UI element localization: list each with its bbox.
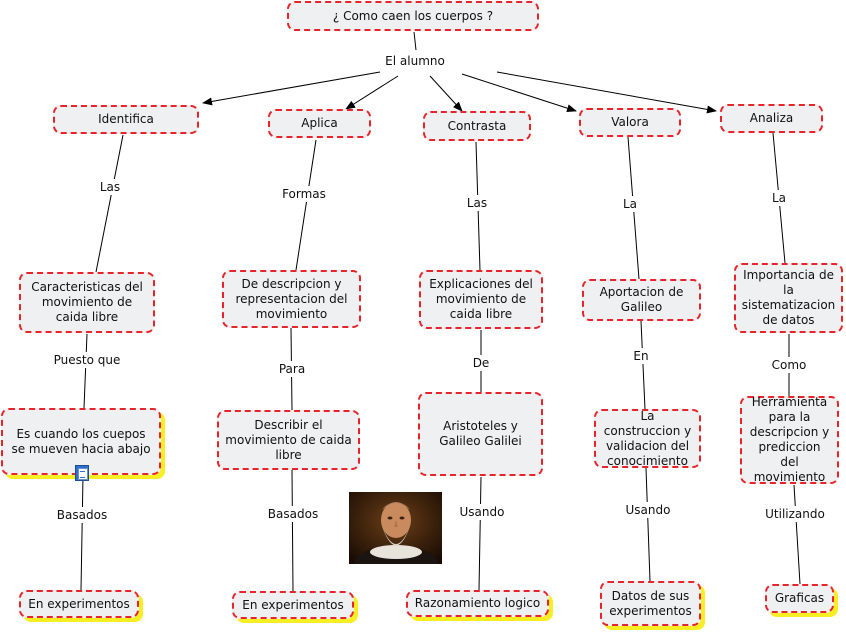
galileo-portrait <box>349 492 442 564</box>
detail-node-caida[interactable]: Es cuando los cuepos se mueven hacia aba… <box>1 408 161 475</box>
verb-node-aplica[interactable]: Aplica <box>268 109 371 138</box>
link-label-para: Para <box>275 361 309 377</box>
concept-node-descripcion[interactable]: De descripcion y representacion del movi… <box>222 270 361 328</box>
detail-node-aristoteles[interactable]: Aristoteles y Galileo Galilei <box>418 392 543 476</box>
root-label: El alumno <box>382 53 448 69</box>
leaf-node-graficas[interactable]: Graficas <box>765 584 834 613</box>
link-label-basados-1: Basados <box>53 507 111 523</box>
concept-node-aportacion[interactable]: Aportacion de Galileo <box>582 279 701 321</box>
detail-node-construccion[interactable]: La construccion y validacion del conocim… <box>594 409 701 468</box>
link-label-de: De <box>469 355 493 371</box>
link-label-usando-3: Usando <box>456 504 508 520</box>
link-label-las-3: Las <box>463 195 491 211</box>
main-question-node[interactable]: ¿ Como caen los cuerpos ? <box>287 1 539 31</box>
verb-node-valora[interactable]: Valora <box>579 108 681 137</box>
verb-node-identifica[interactable]: Identifica <box>53 105 199 134</box>
concept-node-importancia[interactable]: Importancia de la sistematizacion de dat… <box>734 263 843 333</box>
link-label-las-1: Las <box>96 179 124 195</box>
verb-node-contrasta[interactable]: Contrasta <box>423 111 531 141</box>
leaf-node-razonamiento[interactable]: Razonamiento logico <box>406 590 549 617</box>
detail-node-describir[interactable]: Describir el movimiento de caida libre <box>217 410 360 470</box>
link-label-utilizando: Utilizando <box>762 506 828 522</box>
link-label-la-5: La <box>768 190 790 206</box>
document-icon[interactable] <box>75 465 89 481</box>
concept-node-explicaciones[interactable]: Explicaciones del movimiento de caida li… <box>419 270 543 329</box>
link-label-usando-4: Usando <box>622 502 674 518</box>
leaf-node-datos[interactable]: Datos de sus experimentos <box>600 581 701 626</box>
concept-node-caracteristicas[interactable]: Caracteristicas del movimiento de caida … <box>19 272 155 333</box>
verb-node-analiza[interactable]: Analiza <box>720 104 823 133</box>
detail-node-herramienta[interactable]: Herramienta para la descripcion y predic… <box>740 395 839 484</box>
link-label-puesto-que: Puesto que <box>50 352 124 368</box>
leaf-node-experimentos-1[interactable]: En experimentos <box>19 590 139 618</box>
leaf-node-experimentos-2[interactable]: En experimentos <box>232 591 354 619</box>
link-label-en: En <box>630 348 652 364</box>
link-label-formas: Formas <box>279 186 329 202</box>
link-label-como: Como <box>768 357 810 373</box>
link-label-la-4: La <box>619 196 641 212</box>
link-label-basados-2: Basados <box>264 506 322 522</box>
